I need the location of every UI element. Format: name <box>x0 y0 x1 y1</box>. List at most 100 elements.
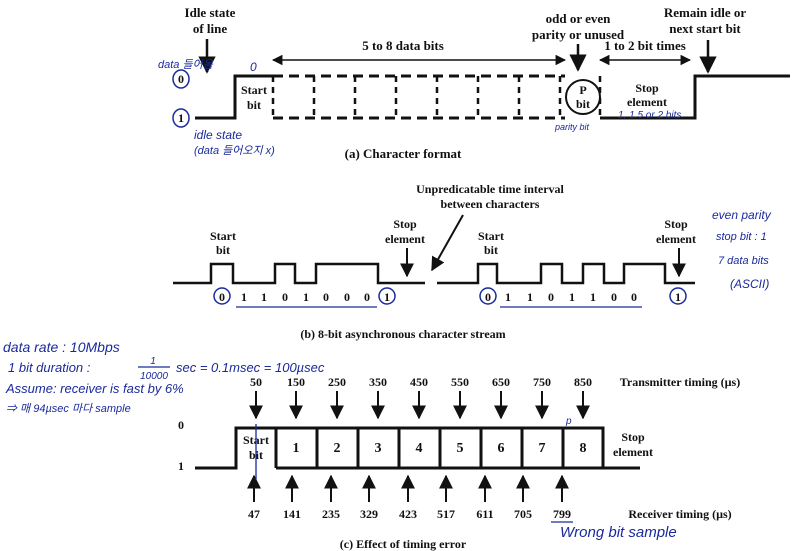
data-bits-label: 5 to 8 data bits <box>362 38 444 53</box>
rx-time: 329 <box>360 507 378 521</box>
stop-element-label: Stop <box>635 81 659 95</box>
note-duration-den: 10000 <box>140 371 168 382</box>
level-1-label-c: 1 <box>178 459 184 473</box>
stop-element-label-b1-2: element <box>385 232 425 246</box>
char2-bit: 0 <box>548 290 554 304</box>
rx-time: 705 <box>514 507 532 521</box>
rx-time: 235 <box>322 507 340 521</box>
level-0-label-c: 0 <box>178 418 184 432</box>
level-1-label: 1 <box>178 111 184 125</box>
note-start-zero: 0 <box>250 60 257 74</box>
char1-bit: 0 <box>364 290 370 304</box>
start-bit-label: Start <box>241 83 267 97</box>
part-a-character-format: Idle state of line 5 to 8 data bits odd … <box>158 5 790 161</box>
bit-number: 6 <box>498 441 505 456</box>
bit-number: 2 <box>334 441 341 456</box>
receiver-label: Receiver timing (µs) <box>628 507 731 521</box>
bit-number: 5 <box>457 441 464 456</box>
bit-number: 4 <box>416 441 423 456</box>
char2-bit: 1 <box>569 290 575 304</box>
note-level-0-circle <box>172 69 190 89</box>
tx-time: 650 <box>492 375 510 389</box>
char1-bit: 0 <box>344 290 350 304</box>
timing-waveform <box>195 426 640 470</box>
note-even-parity: even parity <box>712 208 772 222</box>
start-bit-label-b2-2: bit <box>484 243 498 257</box>
tx-time: 750 <box>533 375 551 389</box>
tx-time: 450 <box>410 375 428 389</box>
stop-element-label-c-2: element <box>613 445 653 459</box>
stop-element-label-b2: Stop <box>664 217 688 231</box>
note-data-rate: data rate : 10Mbps <box>3 339 120 355</box>
tx-time: 850 <box>574 375 592 389</box>
transmitter-label: Transmitter timing (µs) <box>620 375 740 389</box>
char1-bit: 1 <box>303 290 309 304</box>
rx-time: 517 <box>437 507 455 521</box>
char2-waveform <box>437 262 695 285</box>
receiver-times: 47 141 235 329 423 517 611 705 799 <box>248 507 571 521</box>
char2-bit: 1 <box>505 290 511 304</box>
rx-time: 423 <box>399 507 417 521</box>
caption-a: (a) Character format <box>345 146 462 161</box>
note-stop-length: 1, 1.5 or 2 bits <box>618 110 681 121</box>
tx-time: 250 <box>328 375 346 389</box>
tx-time: 50 <box>250 375 262 389</box>
receiver-arrows <box>247 474 569 502</box>
char2-bit: 1 <box>590 290 596 304</box>
char2-bit: 0 <box>485 290 491 304</box>
caption-b: (b) 8-bit asynchronous character stream <box>300 327 505 341</box>
char1-bit: 0 <box>219 290 225 304</box>
remain-idle-label-2: next start bit <box>669 21 741 36</box>
bit-numbers: 1 2 3 4 5 6 7 8 <box>293 441 587 456</box>
stop-element-label-b1: Stop <box>393 217 417 231</box>
char2-bit: 1 <box>527 290 533 304</box>
rx-time: 141 <box>283 507 301 521</box>
note-parity-bit: parity bit <box>554 122 590 132</box>
part-c-timing-error: data rate : 10Mbps 1 bit duration : 1 10… <box>3 339 740 551</box>
note-data-start: data 들어옴 <box>158 58 214 71</box>
bit-number: 8 <box>580 441 587 456</box>
note-wrong-sample: Wrong bit sample <box>560 524 677 541</box>
rx-time: 799 <box>553 507 571 521</box>
parity-bit-label-2: bit <box>576 97 590 111</box>
char1-bit: 0 <box>323 290 329 304</box>
note-assume: Assume: receiver is fast by 6% <box>5 381 184 396</box>
tx-time: 550 <box>451 375 469 389</box>
parity-bit-label: P <box>579 83 586 97</box>
note-duration-num: 1 <box>150 356 156 367</box>
note-ascii: (ASCII) <box>730 277 769 291</box>
note-idle-state: idle state <box>194 128 242 142</box>
note-start-circle-b1 <box>213 287 231 305</box>
note-stop-circle-b1 <box>378 287 396 305</box>
note-idle-state-2: (data 들어오지 x) <box>194 144 275 157</box>
stop-bits-range-label: 1 to 2 bit times <box>604 38 686 53</box>
note-level-1-circle <box>172 108 190 128</box>
level-0-label: 0 <box>178 72 184 86</box>
note-stop-circle-b2 <box>669 287 687 305</box>
char2-bit: 0 <box>631 290 637 304</box>
start-bit-label-b2: Start <box>478 229 504 243</box>
remain-idle-label: Remain idle or <box>664 5 747 20</box>
unpredictable-arrow <box>431 214 464 272</box>
tx-time: 350 <box>369 375 387 389</box>
bit-number: 1 <box>293 441 300 456</box>
stop-waveform <box>600 74 790 120</box>
idle-state-label: Idle state <box>185 5 236 20</box>
start-bit-waveform <box>195 74 273 120</box>
idle-state-label-2: of line <box>193 21 228 36</box>
transmitter-arrows <box>249 391 590 420</box>
start-bit-label-2: bit <box>247 98 261 112</box>
stop-element-label-2: element <box>627 95 667 109</box>
unpredictable-label: Unpredicatable time interval <box>416 182 564 196</box>
char1-bit: 0 <box>282 290 288 304</box>
part-b-character-stream: Unpredicatable time interval between cha… <box>173 182 772 341</box>
parity-bit-circle <box>565 79 601 115</box>
note-duration-2: sec = 0.1msec = 100µsec <box>176 360 325 375</box>
unpredictable-label-2: between characters <box>441 197 540 211</box>
char1-bit: 1 <box>261 290 267 304</box>
data-bit-dividers <box>271 76 602 118</box>
rx-time: 47 <box>248 507 260 521</box>
char2-bit: 1 <box>675 290 681 304</box>
note-start-circle-b2 <box>479 287 497 305</box>
